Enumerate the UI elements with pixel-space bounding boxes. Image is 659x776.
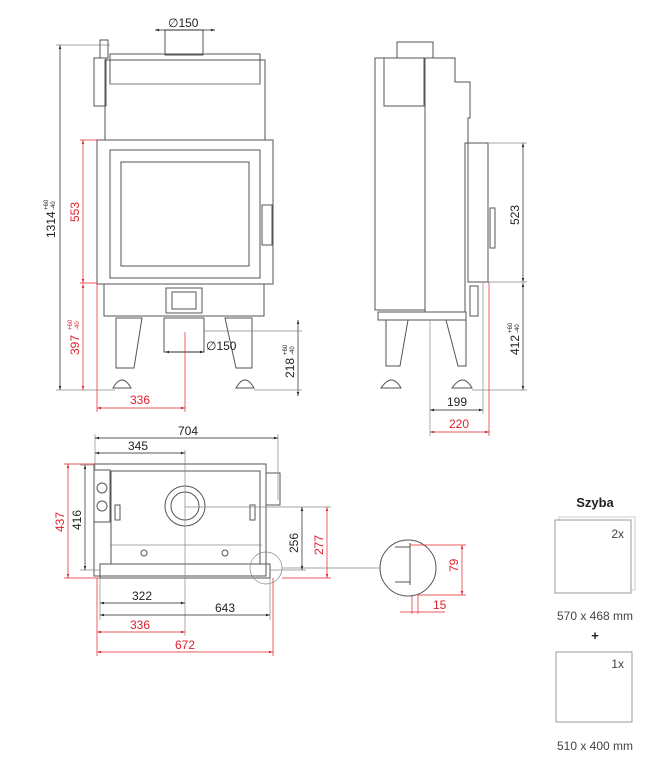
- flue-top-diameter: ∅150: [168, 16, 199, 30]
- glass-panel-info: Szyba 2x 570 x 468 mm + 1x 510 x 400 mm: [554, 495, 636, 753]
- tolerance-minus: -40: [515, 324, 521, 333]
- axis-from-left: 345: [128, 439, 148, 453]
- door-bottom-height: 397: [68, 335, 82, 355]
- tolerance-plus: +60: [508, 322, 514, 333]
- body-width: 643: [215, 601, 235, 615]
- axis-depth: 256: [287, 533, 301, 553]
- side-door-height: 523: [508, 205, 522, 225]
- axis-left-door: 336: [130, 618, 150, 632]
- door-height: 553: [68, 202, 82, 222]
- depth: 416: [70, 510, 84, 530]
- pane1-size: 570 x 468 mm: [557, 609, 633, 623]
- door-to-axis: 336: [130, 393, 150, 407]
- tolerance-minus: -40: [51, 201, 57, 210]
- detail-height: 79: [447, 558, 461, 572]
- glass-pane-1: [554, 519, 632, 594]
- pane2-size: 510 x 400 mm: [557, 739, 633, 753]
- pane1-count: 2x: [611, 527, 624, 541]
- tolerance-plus: +60: [283, 344, 289, 355]
- tolerance-plus: +60: [44, 199, 50, 210]
- depth-axis-door: 220: [449, 417, 469, 431]
- tolerance-minus: -40: [290, 346, 296, 355]
- top-view: 79 15 704 345 416 437 256 277 322 643 33…: [53, 424, 466, 656]
- axis-depth-door: 277: [312, 535, 326, 555]
- pane2-count: 1x: [611, 657, 624, 671]
- flue-bottom-diameter: ∅150: [206, 339, 237, 353]
- height-total: 1314: [44, 211, 58, 238]
- tolerance-minus: -40: [75, 321, 81, 330]
- glass-pane-2: [555, 651, 633, 723]
- detail-width: 15: [433, 598, 447, 612]
- door-width: 672: [175, 638, 195, 652]
- front-view: ∅150 ∅150 1314 +60 -40 553 397 +60 -40 2…: [44, 16, 302, 412]
- depth-axis: 199: [447, 395, 467, 409]
- depth-with-door: 437: [53, 512, 67, 532]
- width-total: 704: [178, 424, 198, 438]
- side-view: 523 412 +60 -40 199 220: [374, 41, 527, 436]
- flue-bottom-height: 218: [283, 358, 297, 378]
- side-door-bottom-height: 412: [508, 335, 522, 355]
- axis-left-body: 322: [132, 589, 152, 603]
- glass-title: Szyba: [576, 495, 614, 510]
- plus-sign: +: [591, 628, 599, 643]
- tolerance-plus: +60: [68, 319, 74, 330]
